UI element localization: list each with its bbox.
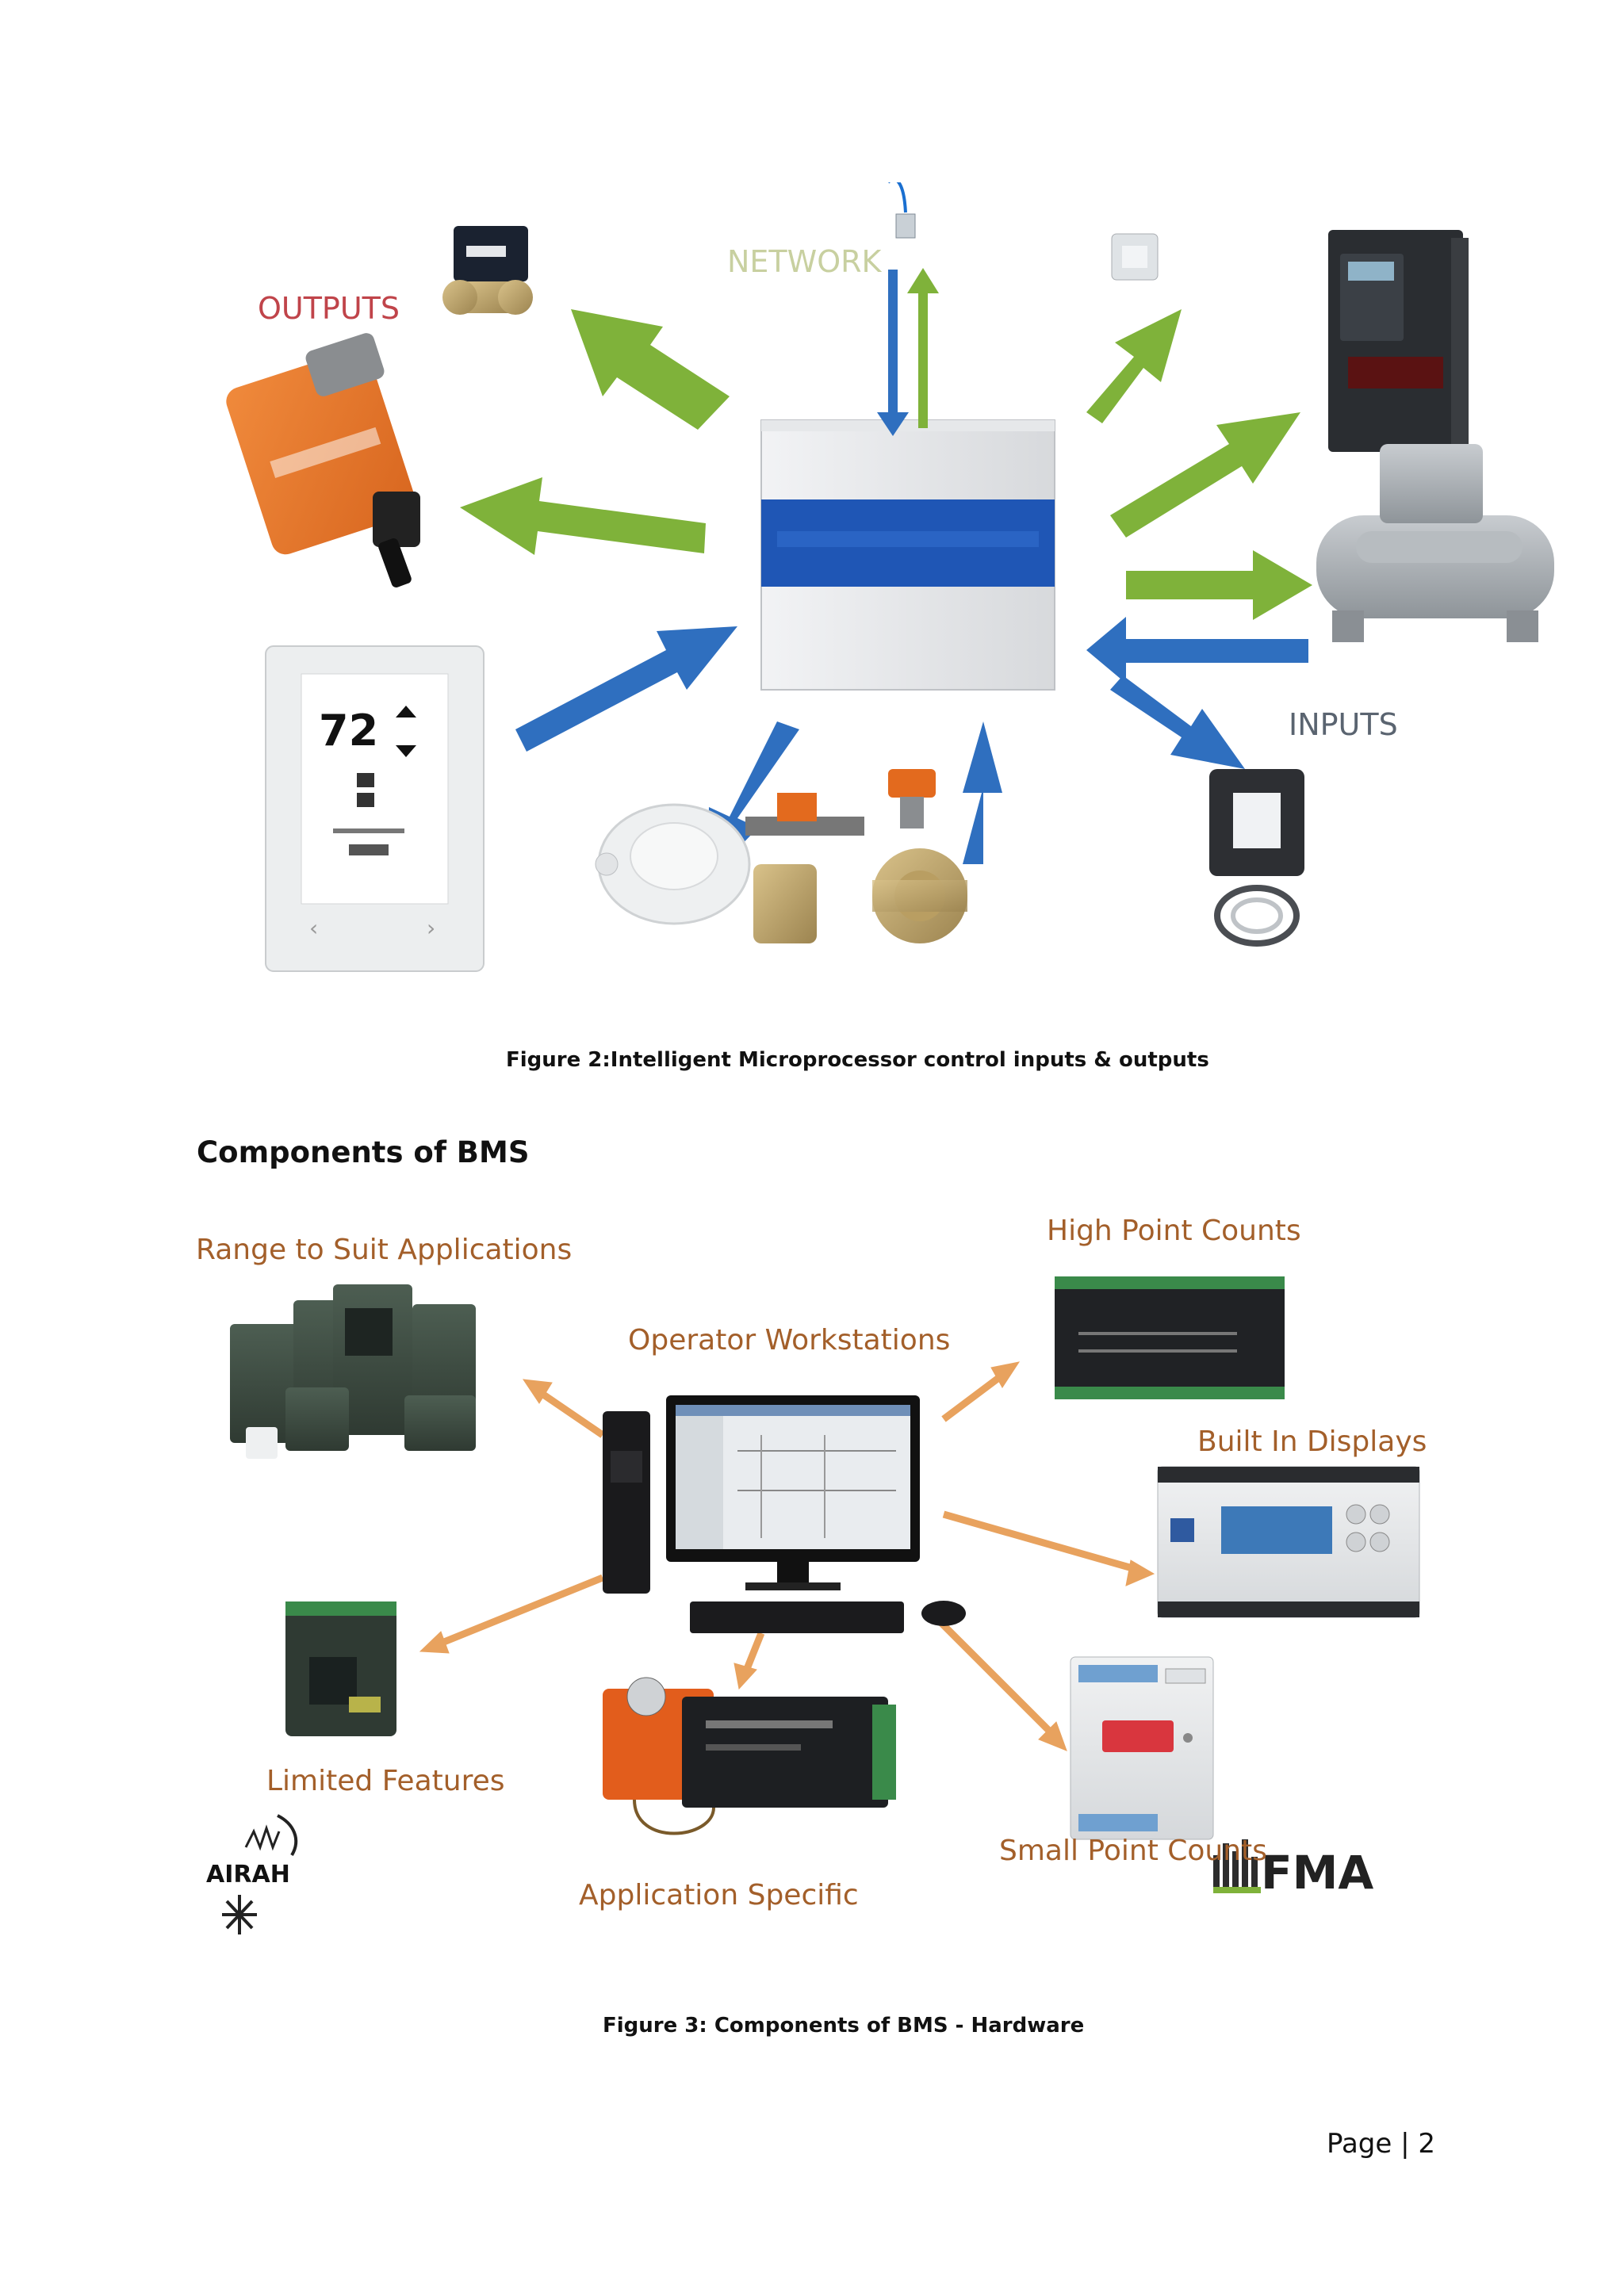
damper-actuator bbox=[226, 333, 420, 587]
built-in-display-controller bbox=[1157, 1466, 1420, 1618]
airah-logo: AIRAH bbox=[206, 1814, 298, 1934]
figure-3-caption: Figure 3: Components of BMS - Hardware bbox=[603, 2014, 1085, 2038]
figure-2-diagram: 72 ‹ › bbox=[226, 182, 1554, 972]
fma-logo-text: FMA bbox=[1261, 1846, 1373, 1900]
inputs-label: INPUTS bbox=[1289, 707, 1398, 742]
thermostat-temperature: 72 bbox=[319, 706, 378, 756]
fma-logo: FMA bbox=[1213, 1839, 1373, 1900]
controller-range-group bbox=[230, 1284, 476, 1459]
svg-text:›: › bbox=[427, 915, 435, 941]
connector-arrows bbox=[419, 1361, 1155, 1751]
thermostat-device: 72 ‹ › bbox=[265, 645, 485, 972]
outputs-label: OUTPUTS bbox=[258, 291, 400, 326]
pressure-sensor bbox=[595, 803, 751, 925]
figure-2-caption: Figure 2:Intelligent Microprocessor cont… bbox=[506, 1048, 1209, 1072]
label-high-point: High Point Counts bbox=[1047, 1215, 1301, 1247]
current-transformer bbox=[1209, 769, 1304, 947]
application-specific-controller bbox=[603, 1677, 896, 1835]
network-connection bbox=[877, 182, 939, 436]
relay-component bbox=[1111, 233, 1159, 281]
small-point-controller bbox=[1070, 1656, 1214, 1840]
section-heading: Components of BMS bbox=[197, 1135, 530, 1169]
airah-logo-text: AIRAH bbox=[206, 1861, 290, 1888]
network-label: NETWORK bbox=[727, 244, 883, 279]
label-operator: Operator Workstations bbox=[628, 1324, 950, 1357]
label-built-in: Built In Displays bbox=[1197, 1425, 1427, 1458]
operator-workstation bbox=[603, 1395, 966, 1633]
label-limited: Limited Features bbox=[266, 1765, 504, 1797]
control-valves bbox=[745, 769, 967, 943]
page-number: Page | 2 bbox=[1327, 2128, 1436, 2160]
high-point-controller bbox=[1055, 1276, 1285, 1399]
variable-frequency-drive bbox=[1328, 230, 1469, 452]
svg-text:‹: ‹ bbox=[309, 915, 318, 941]
label-application: Application Specific bbox=[579, 1879, 859, 1911]
controller-panel bbox=[760, 419, 1055, 691]
output-arrows bbox=[460, 309, 1312, 620]
figure-3-diagram: AIRAH FMA Range to Suit Applications Ope… bbox=[196, 1215, 1427, 1934]
chiller-unit bbox=[1316, 444, 1554, 642]
solenoid-valve bbox=[442, 226, 533, 315]
label-range: Range to Suit Applications bbox=[196, 1234, 572, 1266]
limited-feature-controller bbox=[285, 1601, 396, 1736]
label-small-point: Small Point Counts bbox=[999, 1835, 1267, 1867]
